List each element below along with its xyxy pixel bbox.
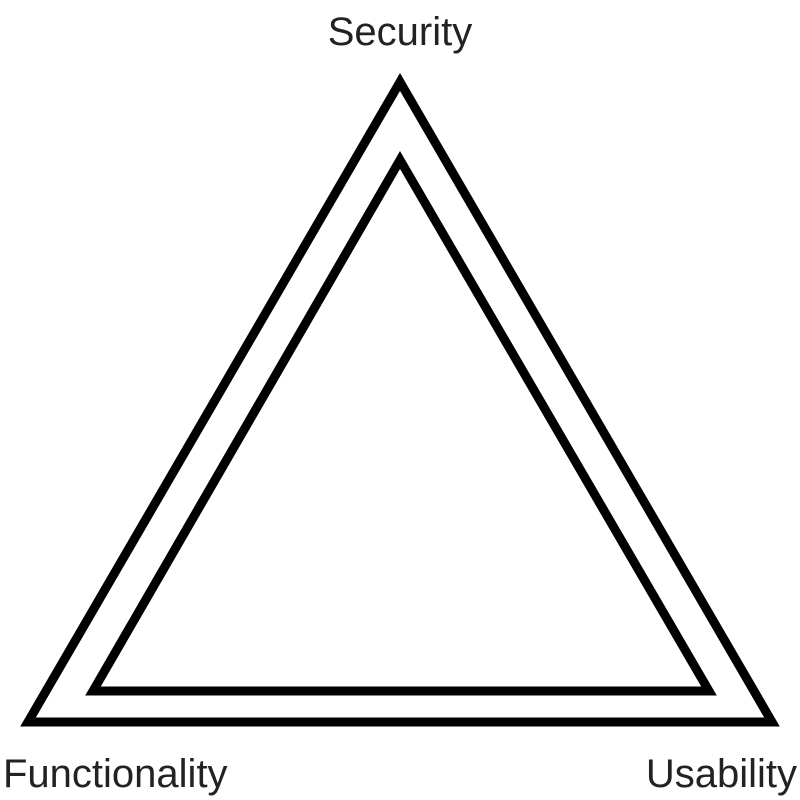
label-security: Security bbox=[327, 10, 473, 54]
inner-triangle bbox=[85, 151, 717, 696]
label-usability: Usability bbox=[645, 752, 797, 796]
label-functionality: Functionality bbox=[3, 752, 228, 796]
outer-triangle bbox=[20, 73, 780, 727]
